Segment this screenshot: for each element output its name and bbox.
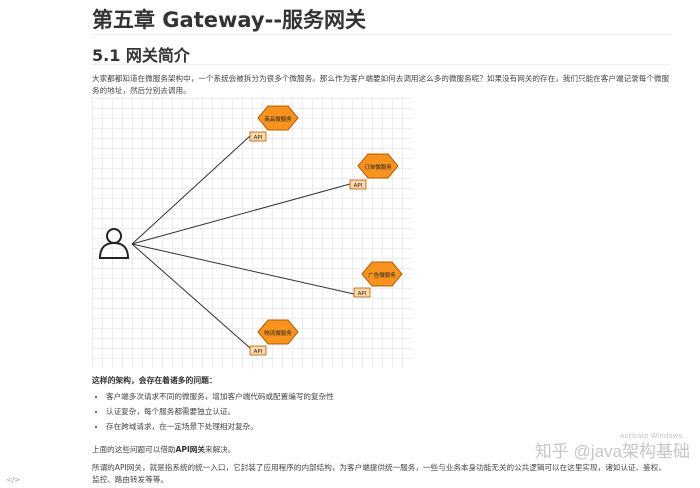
line-to-service-4 bbox=[131, 243, 251, 349]
user-icon bbox=[98, 228, 130, 259]
service-name: 商品微服务 bbox=[264, 115, 292, 123]
line-to-service-3 bbox=[131, 243, 355, 295]
solution-paragraph: 上面的这些问题可以借助API网关来解决。 bbox=[92, 444, 235, 455]
site-watermark: 知乎 @java架构基础 bbox=[534, 442, 690, 461]
problems-heading: 这样的架构，会存在着诸多的问题： bbox=[92, 376, 217, 385]
intro-paragraph: 大家都都知道在微服务架构中，一个系统会被拆分为很多个微服务。那么作为客户端要如何… bbox=[92, 74, 670, 95]
hexagon-icon bbox=[257, 105, 299, 131]
line-to-service-1 bbox=[131, 135, 251, 245]
code-view-icon[interactable]: </> bbox=[6, 476, 21, 484]
connection-lines bbox=[131, 135, 355, 349]
api-label: API bbox=[254, 135, 263, 141]
title-divider bbox=[92, 34, 670, 35]
problems-list: 客户端多次请求不同的微服务，增加客户端代码或配置编写的复杂性 认证复杂，每个服务… bbox=[92, 389, 334, 434]
service-name: 物流微服务 bbox=[264, 329, 292, 337]
section-divider bbox=[92, 64, 670, 65]
hexagon-icon bbox=[357, 153, 399, 179]
diagram-canvas: 商品微服务 API 订单微服务 API 广告微服务 API 物流微服务 bbox=[98, 105, 403, 356]
list-item: 认证复杂，每个服务都需要独立认证。 bbox=[106, 404, 334, 419]
api-label: API bbox=[254, 349, 263, 355]
hexagon-icon bbox=[257, 319, 299, 345]
api-label: API bbox=[358, 291, 367, 297]
api-box bbox=[353, 287, 371, 298]
service-node-2: 订单微服务 API bbox=[349, 153, 399, 190]
list-item: 存在跨域请求，在一定场景下处理相对复杂。 bbox=[106, 419, 334, 434]
service-node-3: 广告微服务 API bbox=[353, 261, 403, 298]
os-watermark: Activate Windows bbox=[619, 432, 682, 440]
solution-prefix: 上面的这些问题可以借助 bbox=[92, 445, 176, 454]
gateway-paragraph: 所谓的API网关，就是指系统的统一入口，它封装了应用程序的内部结构，为客户端提供… bbox=[92, 463, 666, 484]
service-name: 订单微服务 bbox=[364, 163, 392, 171]
hexagon-icon bbox=[361, 261, 403, 287]
service-node-4: 物流微服务 API bbox=[249, 319, 299, 356]
list-item: 客户端多次请求不同的微服务，增加客户端代码或配置编写的复杂性 bbox=[106, 389, 334, 404]
line-to-service-2 bbox=[131, 183, 351, 245]
section-title: 5.1 网关简介 bbox=[92, 46, 190, 65]
api-box bbox=[249, 131, 267, 142]
architecture-diagram: 商品微服务 API 订单微服务 API 广告微服务 API 物流微服务 bbox=[92, 98, 412, 368]
chapter-title: 第五章 Gateway--服务网关 bbox=[92, 8, 367, 32]
solution-suffix: 来解决。 bbox=[205, 445, 236, 454]
api-label: API bbox=[354, 183, 363, 189]
api-gateway-emphasis: API网关 bbox=[175, 445, 205, 454]
api-box bbox=[349, 179, 367, 190]
api-box bbox=[249, 345, 267, 356]
service-name: 广告微服务 bbox=[368, 271, 396, 279]
service-node-1: 商品微服务 API bbox=[249, 105, 299, 142]
